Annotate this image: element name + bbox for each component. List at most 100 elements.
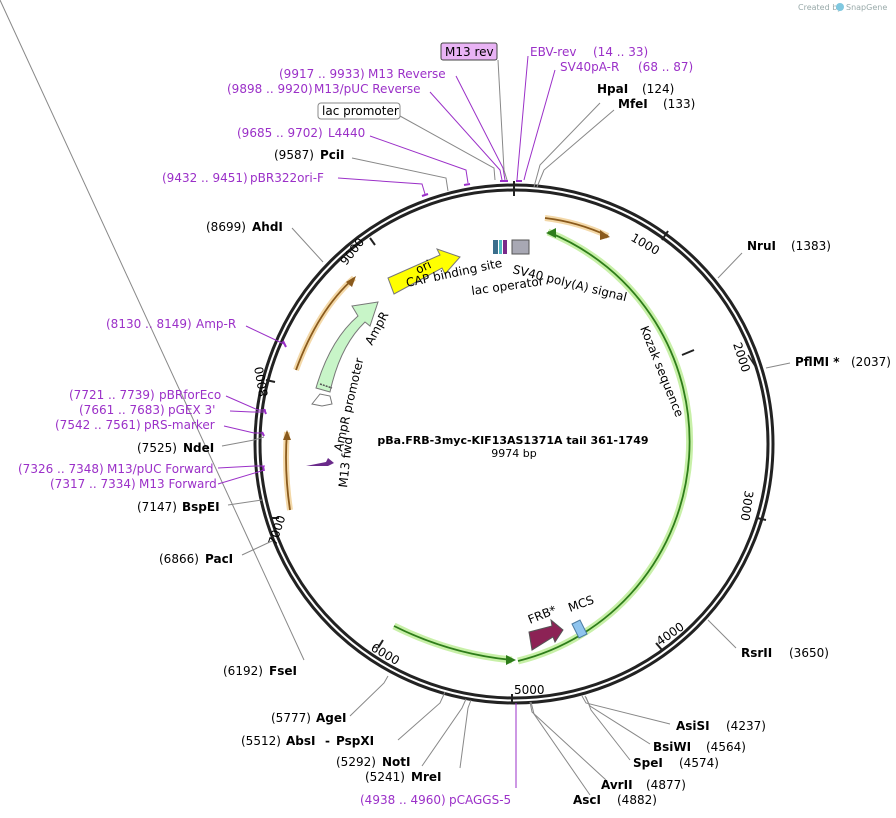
snapgene-logo-icon [836,3,844,11]
enzyme-label: NruI [747,239,776,253]
enzyme-label: FseI [269,664,297,678]
enzyme-position: (1383) [791,239,831,253]
primer-range: (9685 .. 9702) [237,126,323,140]
primer-range: (7721 .. 7739) [69,388,155,402]
primer-label: pRS-marker [144,418,215,432]
mcs-label: MCS [566,593,596,615]
primer-connectors [217,55,556,788]
enzyme-position: (9587) [274,148,314,162]
enzyme-label: AscI [573,793,601,807]
primer-label: M13 Reverse [368,67,446,81]
enzyme-position: (3650) [789,646,829,660]
enzyme-separator: - [325,734,330,748]
enzyme-position: (8699) [206,220,246,234]
mcs-feature [571,619,588,639]
primer-label: pBR322ori-F [250,171,324,185]
primer-label: Amp-R [196,317,236,331]
enzyme-label: PciI [320,148,345,162]
enzyme-position: (7525) [137,441,177,455]
enzyme-position: (4564) [706,740,746,754]
enzyme-connectors [0,0,791,796]
primer-range: (68 .. 87) [638,60,693,74]
enzyme-label: PacI [205,552,233,566]
enzyme-position: (5512) [241,734,281,748]
enzyme-position: (5777) [271,711,311,725]
scale-ticks: 1000 2000 3000 4000 5000 6000 7000 8000 … [252,230,767,703]
enzyme-label: MreI [411,770,441,784]
enzyme-position: (6192) [223,664,263,678]
m13-fwd-feature [306,458,334,466]
enzyme-label: BsiWI [653,740,691,754]
orange-feature-arcs [283,215,610,511]
primer-label: M13/pUC Forward [107,462,214,476]
enzyme-position: (5292) [336,755,376,769]
brand-text: SnapGene [846,3,887,12]
enzyme-position: (2037) [851,355,891,369]
enzyme-label: AbsI [286,734,315,748]
enzyme-label: NdeI [183,441,214,455]
ampr-promoter-feature [311,393,333,407]
primer-label: L4440 [328,126,365,140]
enzyme-labels: HpaI (124) MfeI (133) NruI (1383) PflMI … [137,82,891,807]
enzyme-position: (4574) [679,756,719,770]
lac-cluster-features [493,239,530,255]
ori-feature [387,248,461,295]
primer-label: SV40pA-R [560,60,619,74]
plasmid-name: pBa.FRB-3myc-KIF13AS1371A tail 361-1749 [377,434,648,447]
enzyme-label: PspXI [336,734,374,748]
enzyme-label: PflMI * [795,355,840,369]
enzyme-position: (7147) [137,500,177,514]
enzyme-position: (124) [642,82,674,96]
primer-range: (7542 .. 7561) [55,418,141,432]
m13-rev-label: M13 rev [445,45,494,59]
enzyme-label: BspEI [182,500,220,514]
m13-fwd-label: M13 fwd [336,436,355,488]
credit-text: Created by [798,3,842,12]
ori-label: ori [413,257,433,276]
primer-label: M13/pUC Reverse [314,82,421,96]
primer-range: (9917 .. 9933) [279,67,365,81]
green-feature-arcs [392,228,694,665]
primer-range: (14 .. 33) [593,45,648,59]
plasmid-length: 9974 bp [491,447,536,460]
enzyme-position: (133) [663,97,695,111]
primer-range: (7326 .. 7348) [18,462,104,476]
primer-range: (4938 .. 4960) [360,793,446,807]
enzyme-label: AgeI [316,711,346,725]
enzyme-label: HpaI [597,82,628,96]
primer-marks [261,180,522,472]
primer-label: pGEX 3' [168,403,215,417]
tick-label: 3000 [738,490,756,522]
primer-range: (9898 .. 9920) [227,82,313,96]
tick-label: 8000 [252,365,271,398]
m13-rev-box [440,42,498,61]
lac-promoter-label: lac promoter [322,104,399,118]
primer-range: (9432 .. 9451) [162,171,248,185]
enzyme-position: (4882) [617,793,657,807]
primer-label: pBRforEco [159,388,221,402]
frb-feature [528,618,564,651]
enzyme-label: AsiSI [676,719,710,733]
enzyme-label: MfeI [618,97,648,111]
primer-range: (7661 .. 7683) [79,403,165,417]
enzyme-label: SpeI [633,756,663,770]
enzyme-label: NotI [382,755,411,769]
enzyme-label: AvrII [601,778,633,792]
kozak-feature [681,349,695,356]
enzyme-position: (6866) [159,552,199,566]
primer-label: pCAGGS-5 [449,793,511,807]
primer-label: M13 Forward [139,477,217,491]
enzyme-position: (5241) [365,770,405,784]
ampr-feature [315,301,379,393]
primer-label: EBV-rev [530,45,576,59]
primer-labels: EBV-rev (14 .. 33) SV40pA-R (68 .. 87) (… [18,45,693,807]
enzyme-label: AhdI [252,220,283,234]
primer-range: (7317 .. 7334) [50,477,136,491]
lac-promoter-box [317,102,401,120]
tick-label: 5000 [514,683,545,697]
enzyme-label: RsrII [741,646,772,660]
primer-range: (8130 .. 8149) [106,317,192,331]
enzyme-position: (4877) [646,778,686,792]
